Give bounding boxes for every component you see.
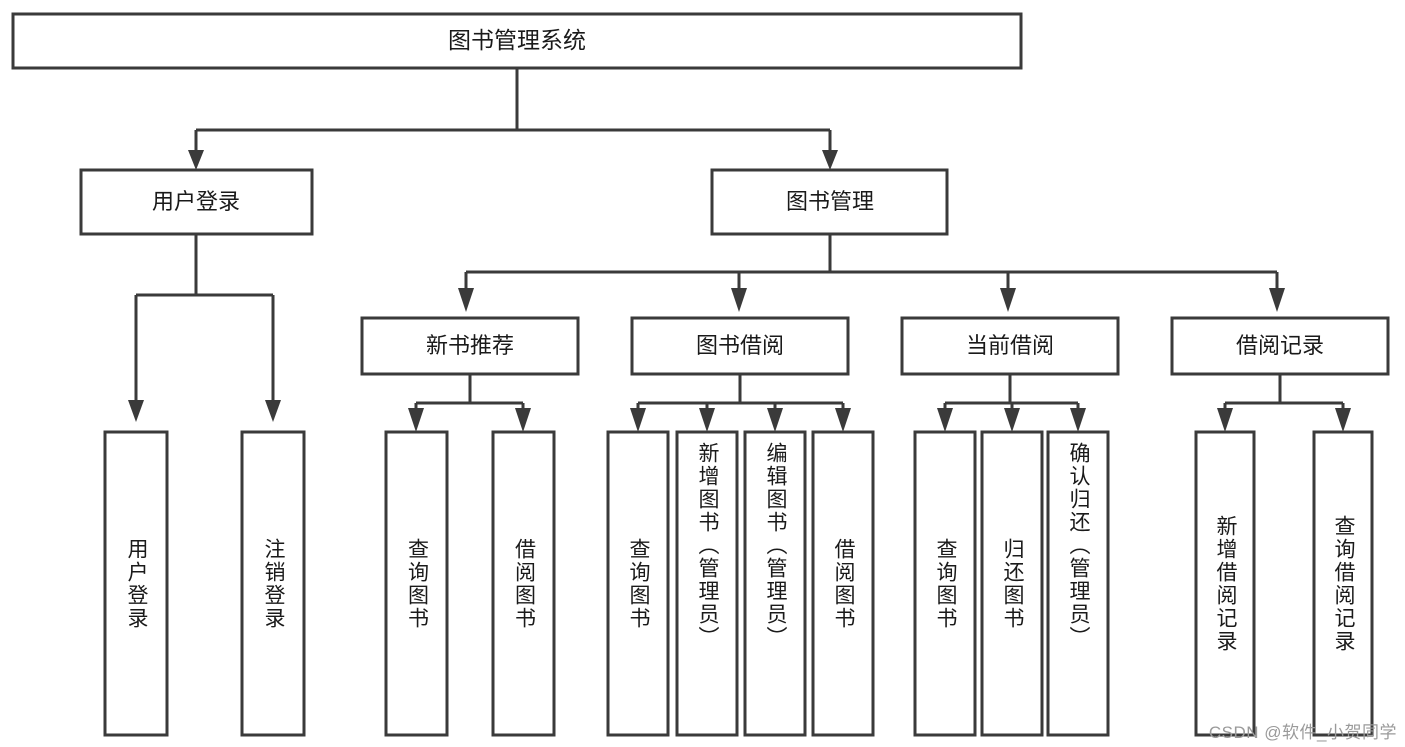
arrowhead-bookborrow-l2 (699, 408, 715, 432)
connector-group-root (188, 68, 838, 170)
arrowhead-bookmgmt (822, 150, 838, 170)
arrowhead-currentborrow-l1 (937, 408, 953, 432)
arrowhead-borrowrecord-l1 (1217, 408, 1233, 432)
leaf-box-current-borrow-1[interactable] (980, 430, 1044, 737)
leaf-boxes (103, 430, 1374, 737)
leaf-box-book-borrow-0[interactable] (606, 430, 670, 737)
node-root-label: 图书管理系统 (448, 27, 586, 53)
node-book-borrow[interactable]: 图书借阅 (630, 316, 850, 376)
arrowhead-borrowrecord (1269, 288, 1285, 312)
leaf-box-borrow-record-1[interactable] (1312, 430, 1374, 737)
node-book-management[interactable]: 图书管理 (710, 168, 949, 236)
node-borrow-record-label: 借阅记录 (1236, 333, 1324, 358)
arrowhead-newbook-l1 (408, 408, 424, 432)
node-current-borrow-box[interactable] (900, 316, 1120, 376)
arrowhead-newbook (458, 288, 474, 312)
leaf-box-book-borrow-2[interactable] (743, 430, 807, 737)
arrowhead-borrowrecord-l2 (1335, 408, 1351, 432)
arrowhead-bookborrow-l1 (630, 408, 646, 432)
node-new-book-recommend-label: 新书推荐 (426, 333, 514, 358)
connector-group-borrowrecord (1217, 375, 1351, 432)
leaf-box-user-login-1[interactable] (240, 430, 306, 737)
node-new-book-recommend[interactable]: 新书推荐 (360, 316, 580, 376)
arrowhead-userlogin-leaf2 (265, 400, 281, 422)
watermark-text: CSDN @软件_小贺同学 (1208, 723, 1397, 742)
node-current-borrow-label: 当前借阅 (966, 333, 1054, 358)
node-book-management-box[interactable] (710, 168, 949, 236)
connector-group-currentborrow (937, 375, 1086, 432)
arrowhead-currentborrow-l3 (1070, 408, 1086, 432)
node-book-management-label: 图书管理 (786, 189, 874, 214)
connector-group-newbook (408, 375, 531, 432)
arrowhead-newbook-l2 (515, 408, 531, 432)
arrowhead-bookborrow-l3 (767, 408, 783, 432)
leaf-box-book-borrow-3[interactable] (811, 430, 875, 737)
leaf-box-borrow-record-0[interactable] (1194, 430, 1256, 737)
leaf-box-user-login-0[interactable] (103, 430, 169, 737)
node-new-book-recommend-box[interactable] (360, 316, 580, 376)
node-user-login-box[interactable] (79, 168, 314, 236)
connector-group-bookborrow (630, 375, 851, 432)
arrowhead-currentborrow-l2 (1004, 408, 1020, 432)
arrowhead-currentborrow (1000, 288, 1016, 312)
node-borrow-record[interactable]: 借阅记录 (1170, 316, 1390, 376)
leaf-box-new-book-1[interactable] (491, 430, 556, 737)
node-book-borrow-box[interactable] (630, 316, 850, 376)
arrowhead-bookborrow-l4 (835, 408, 851, 432)
arrowhead-userlogin-leaf1 (128, 400, 144, 422)
arrowhead-userlogin (188, 150, 204, 170)
leaf-box-current-borrow-0[interactable] (913, 430, 977, 737)
node-root-box[interactable] (11, 12, 1023, 70)
leaf-box-book-borrow-1[interactable] (675, 430, 739, 737)
node-book-borrow-label: 图书借阅 (696, 333, 784, 358)
node-user-login[interactable]: 用户登录 (79, 168, 314, 236)
node-borrow-record-box[interactable] (1170, 316, 1390, 376)
leaf-box-current-borrow-2[interactable] (1046, 430, 1110, 737)
connector-group-userlogin (128, 235, 281, 422)
connector-group-bookmgmt (458, 235, 1285, 312)
leaf-box-new-book-0[interactable] (384, 430, 449, 737)
node-root[interactable]: 图书管理系统 (11, 12, 1023, 70)
node-user-login-label: 用户登录 (152, 189, 240, 214)
arrowhead-bookborrow (731, 288, 747, 312)
node-current-borrow[interactable]: 当前借阅 (900, 316, 1120, 376)
